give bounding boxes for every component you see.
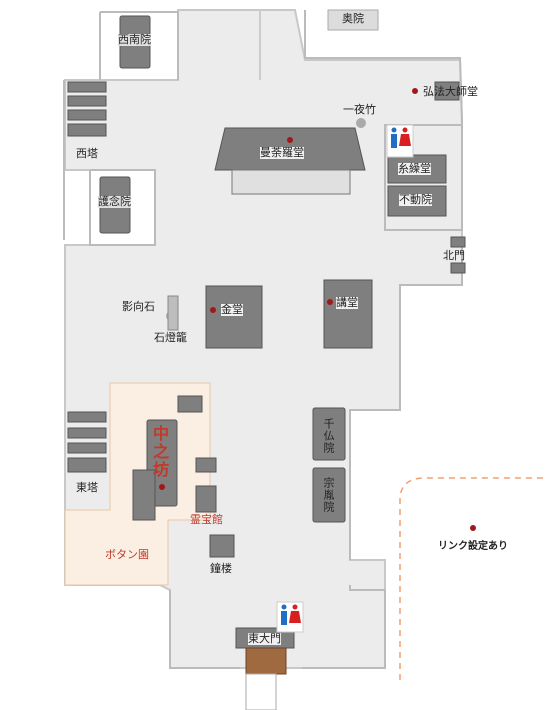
- pagoda-saito: [67, 81, 107, 137]
- link-area-border: [399, 477, 545, 680]
- boundary-line: [169, 590, 240, 669]
- label-shuin: 宗胤院: [322, 477, 335, 513]
- building-kobodaishido: [434, 81, 460, 101]
- label-higashidaimon: 東大門: [248, 632, 281, 645]
- building-shoro: [209, 534, 235, 558]
- label-nakanobo[interactable]: 中之坊: [150, 425, 169, 479]
- marker-kondo: [210, 307, 216, 313]
- label-eikoseki: 影向石: [122, 300, 155, 313]
- restroom-icon-north: [386, 124, 414, 158]
- building-small-2: [195, 457, 217, 473]
- marker-kobodaishido: [412, 88, 418, 94]
- marker-nakanobo: [159, 484, 165, 490]
- boundary-line: [89, 169, 156, 246]
- label-fudoin: 不動院: [399, 193, 432, 206]
- building-kitamon: [450, 236, 466, 248]
- marker-mandarado: [287, 137, 293, 143]
- boundary-line: [349, 245, 463, 560]
- label-senbutsuin: 千仏院: [322, 418, 335, 454]
- label-itokurado: 糸繰堂: [398, 162, 431, 175]
- label-kobodaishido: 弘法大師堂: [423, 85, 478, 98]
- building-small-1: [177, 395, 203, 413]
- building-nakanobo-wing: [132, 469, 156, 521]
- building-reihokan: [195, 485, 217, 513]
- label-sainanin: 西南院: [118, 33, 151, 46]
- label-mandarado: 曼荼羅堂: [260, 146, 304, 159]
- building-shuin: [312, 467, 346, 523]
- label-link-note[interactable]: リンク設定あり: [438, 541, 508, 552]
- marker-kodo: [327, 299, 333, 305]
- pagoda-toto: [67, 411, 107, 473]
- label-reihokan: 霊宝館: [190, 513, 223, 526]
- label-shoro: 鐘楼: [210, 562, 232, 575]
- gate-higashidaimon: [245, 647, 287, 675]
- label-gonenin: 護念院: [98, 195, 131, 208]
- ichiyachiku-point: [356, 118, 366, 128]
- label-kitamon: 北門: [443, 249, 465, 262]
- stone-lantern: [167, 295, 179, 331]
- building-senbutsuin: [312, 407, 346, 461]
- building-okuin: [327, 9, 379, 31]
- marker-link: [470, 525, 476, 531]
- stairs: [245, 673, 277, 710]
- restroom-icon-east: [276, 601, 304, 633]
- building-kitamon-2: [450, 262, 466, 274]
- building-kondo: [205, 285, 263, 349]
- label-botanen: ボタン園: [105, 548, 149, 561]
- building-kodo: [323, 279, 373, 349]
- label-ichiyachiku: 一夜竹: [343, 103, 376, 116]
- label-toto: 東塔: [76, 481, 98, 494]
- label-kodo: 講堂: [336, 296, 358, 309]
- label-kondo: 金堂: [221, 303, 243, 316]
- label-okuin: 奥院: [342, 12, 364, 25]
- boundary-line: [304, 10, 463, 231]
- boundary-line: [100, 11, 179, 80]
- label-ishidoro: 石燈籠: [154, 331, 187, 344]
- label-saito: 西塔: [76, 147, 98, 160]
- boundary-line: [302, 585, 386, 669]
